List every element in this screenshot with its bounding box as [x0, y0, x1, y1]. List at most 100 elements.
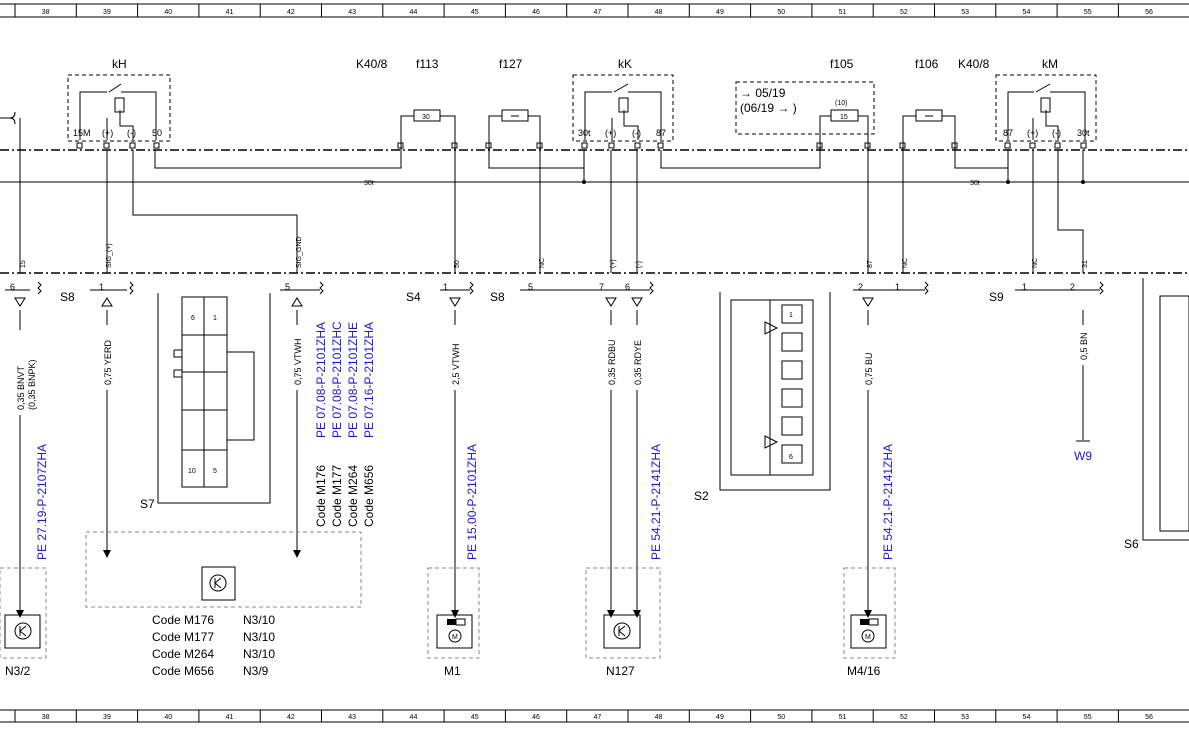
bus-label-right: 30t: [970, 180, 980, 187]
svg-text:M: M: [865, 634, 871, 641]
wires: [0, 111, 1085, 273]
ruler-label-bottom: 55: [1084, 714, 1092, 721]
ruler-label-top: 55: [1084, 9, 1092, 16]
ruler-label-top: 53: [961, 9, 969, 16]
svg-text:1: 1: [789, 312, 793, 319]
svg-text:PE 07.08-P-2101ZHA: PE 07.08-P-2101ZHA: [314, 322, 328, 438]
ruler-label-bottom: 41: [226, 714, 234, 721]
svg-text:30t: 30t: [578, 128, 591, 138]
svg-text:N3/10: N3/10: [243, 630, 275, 644]
connector-s2: 1 6: [719, 292, 831, 491]
svg-text:SIG_GND: SIG_GND: [296, 236, 303, 268]
svg-text:15: 15: [20, 260, 27, 268]
svg-text:(+): (+): [610, 259, 617, 268]
svg-text:(10): (10): [835, 100, 847, 107]
svg-text:0,75 BU: 0,75 BU: [864, 352, 874, 385]
svg-text:NC: NC: [539, 258, 546, 268]
ruler-label-top: 47: [593, 9, 601, 16]
component-m4-16: M M4/16: [843, 567, 896, 678]
svg-text:M: M: [452, 634, 458, 641]
ruler-label-bottom: 46: [532, 714, 540, 721]
ruler-label-bottom: 56: [1145, 714, 1153, 721]
svg-text:Code M177: Code M177: [330, 465, 344, 527]
svg-text:1: 1: [895, 282, 900, 292]
svg-text:2: 2: [858, 282, 863, 292]
svg-text:5: 5: [213, 468, 217, 475]
svg-text:87: 87: [867, 260, 874, 268]
relay-km: 87 (+) (-) 30t: [995, 74, 1097, 142]
fuse-f106: [902, 109, 956, 150]
date-range-to: (06/19 → ): [740, 101, 797, 115]
ruler-label-top: 39: [103, 9, 111, 16]
svg-text:(-): (-): [632, 128, 641, 138]
svg-text:0,75 VTWH: 0,75 VTWH: [293, 338, 303, 385]
svg-text:87: 87: [656, 128, 666, 138]
ruler-label-bottom: 42: [287, 714, 295, 721]
arrow-heads: [16, 550, 872, 618]
ruler-label-bottom: 49: [716, 714, 724, 721]
svg-text:Code M264: Code M264: [152, 647, 214, 661]
wire-colors: 0,35 BNVT (0,35 BNPK) 0,75 YERD 0,75 VTW…: [16, 332, 1089, 410]
svg-text:30: 30: [422, 114, 430, 121]
ruler-label-bottom: 50: [777, 714, 785, 721]
svg-text:N3/2: N3/2: [5, 664, 31, 678]
svg-text:(+): (+): [605, 128, 616, 138]
ruler-label-bottom: 53: [961, 714, 969, 721]
svg-text:Code M656: Code M656: [362, 465, 376, 527]
svg-text:PE 07.16-P-2101ZHA: PE 07.16-P-2101ZHA: [362, 322, 376, 438]
svg-text:50: 50: [454, 260, 461, 268]
fuse-f113: 30: [400, 109, 456, 150]
svg-text:6: 6: [625, 282, 630, 292]
component-n3: [85, 531, 362, 608]
component-n3-2: N3/2: [0, 567, 47, 678]
svg-text:S7: S7: [140, 497, 155, 511]
svg-text:0,35 RDYE: 0,35 RDYE: [633, 340, 643, 385]
ruler-label-bottom: 44: [410, 714, 418, 721]
svg-text:(-): (-): [127, 128, 136, 138]
ruler-label-top: 46: [532, 9, 540, 16]
ruler-label-bottom: 48: [655, 714, 663, 721]
ruler-label-top: 56: [1145, 9, 1153, 16]
svg-text:(+): (+): [102, 128, 113, 138]
relay-label-kk: kK: [618, 57, 632, 71]
svg-text:N3/10: N3/10: [243, 613, 275, 627]
arrow-markers: [14, 297, 874, 307]
svg-text:5: 5: [528, 282, 533, 292]
svg-text:PE 54.21-P-2141ZHA: PE 54.21-P-2141ZHA: [649, 444, 663, 560]
page-references: PE 27.19-P-2107ZHA PE 07.08-P-2101ZHA PE…: [35, 321, 1092, 560]
svg-text:SIG_(+): SIG_(+): [106, 243, 113, 268]
ruler-label-top: 40: [164, 9, 172, 16]
svg-text:5: 5: [285, 282, 290, 292]
ruler-label-bottom: 54: [1023, 714, 1031, 721]
ruler-label-top: 48: [655, 9, 663, 16]
connector-labels: S8 S4 S8 S9 S7 S2 S6: [60, 290, 1139, 551]
ruler-label-bottom: 40: [164, 714, 172, 721]
relay-kk: 30t (+) (-) 87: [572, 74, 674, 142]
svg-text:S8: S8: [490, 290, 505, 304]
svg-text:S6: S6: [1124, 537, 1139, 551]
svg-text:15M: 15M: [73, 128, 91, 138]
fuse-label-f113: f113: [416, 57, 439, 71]
ruler-label-top: 41: [226, 9, 234, 16]
module-label-k40-8-left: K40/8: [356, 57, 388, 71]
relay-label-km: kM: [1042, 57, 1058, 71]
fuse-label-f106: f106: [915, 57, 939, 71]
ruler-label-top: 54: [1023, 9, 1031, 16]
connector-s6: [1142, 278, 1189, 541]
svg-text:PE 54.21-P-2141ZHA: PE 54.21-P-2141ZHA: [881, 444, 895, 560]
code-labels-vertical: Code M176 Code M177 Code M264 Code M656: [314, 465, 376, 527]
pin-numbers: 6 1 5 1 5 7 6 2 1 1 2: [10, 282, 1075, 292]
svg-text:87: 87: [1003, 128, 1013, 138]
ruler-label-top: 43: [348, 9, 356, 16]
svg-text:(-): (-): [1052, 128, 1061, 138]
component-m1: M M1: [427, 567, 480, 678]
ruler-label-bottom: 51: [839, 714, 847, 721]
svg-text:31: 31: [1082, 260, 1089, 268]
svg-text:PE 07.08-P-2101ZHE: PE 07.08-P-2101ZHE: [346, 322, 360, 438]
ruler-label-bottom: 39: [103, 714, 111, 721]
ruler-label-bottom: 47: [593, 714, 601, 721]
svg-text:30t: 30t: [1077, 128, 1090, 138]
ruler-label-bottom: 52: [900, 714, 908, 721]
